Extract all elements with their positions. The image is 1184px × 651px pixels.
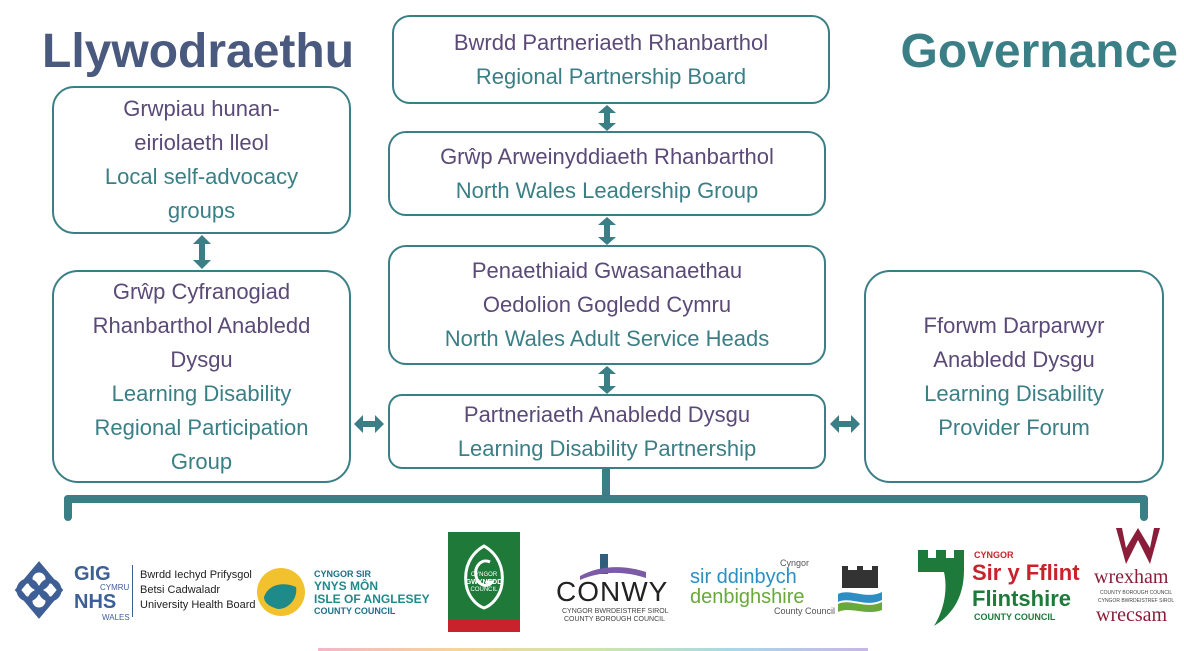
logo-line: Cyngor [780, 558, 810, 568]
logo-line: YNYS MÔN [314, 579, 379, 593]
box-label-english: Regional Participation [94, 414, 309, 440]
logo-line: COUNTY BOROUGH COUNCIL [564, 616, 665, 623]
double-arrow-horizontal-icon [830, 415, 860, 433]
bracket-right-tip [1140, 495, 1148, 521]
logo-line: University Health Board [140, 599, 256, 611]
wrexham-w-icon [1116, 528, 1160, 564]
box-label-english: Local self-advocacy [104, 164, 299, 189]
logo-gig: GIG [74, 563, 111, 585]
box-self-advocacy-groups: Grwpiau hunan- eiriolaeth lleol Local se… [52, 86, 351, 234]
box-label-welsh: Dysgu [170, 346, 233, 372]
box-leadership-group: Grŵp Arweinyddiaeth Rhanbarthol North Wa… [388, 131, 826, 216]
logo-name: CONWY [556, 576, 669, 607]
box-label-welsh: Fforwm Darparwyr [923, 312, 1105, 338]
logo-english-name: wrexham [1094, 566, 1169, 588]
logo-line: CYNGOR BWRDEISTREF SIROL [562, 608, 669, 615]
box-label-english: Learning Disability [111, 380, 292, 406]
logo-line: COUNCIL [470, 587, 498, 593]
celtic-knot-icon [14, 561, 64, 619]
logo-line: ISLE OF ANGLESEY [314, 592, 430, 606]
bracket-left-tip [64, 495, 72, 521]
logo-line: CYNGOR [470, 572, 498, 578]
box-label-english: Learning Disability Partnership [457, 435, 757, 461]
logo-english-name: denbighshire [690, 586, 805, 608]
box-label-welsh: Oedolion Gogledd Cymru [482, 292, 732, 317]
double-arrow-vertical-icon [598, 217, 616, 245]
castle-icon [580, 554, 646, 580]
logo-welsh-name: sir ddinbych [690, 566, 797, 588]
double-arrow-vertical-icon [193, 235, 211, 269]
box-label-welsh: Grŵp Arweinyddiaeth Rhanbarthol [440, 143, 774, 169]
castle-wave-icon [838, 566, 882, 612]
footer-color-strip [318, 648, 868, 651]
sun-island-icon [257, 568, 305, 616]
logo-line: Bwrdd Iechyd Prifysgol [140, 569, 252, 581]
box-label-welsh: Bwrdd Partneriaeth Rhanbarthol [453, 29, 769, 55]
logo-line: COUNTY COUNCIL [974, 612, 1056, 622]
box-provider-forum: Fforwm Darparwyr Anabledd Dysgu Learning… [864, 270, 1164, 483]
logo-red-band [448, 620, 520, 632]
logo-english-name: Flintshire [972, 586, 1072, 611]
double-arrow-vertical-icon [598, 105, 616, 131]
box-label-english: Regional Partnership Board [475, 63, 747, 89]
logo-wrexham: wrexham COUNTY BOROUGH COUNCIL CYNGOR BW… [1092, 526, 1182, 630]
logo-gwynedd: CYNGOR GWYNEDD COUNCIL [448, 532, 520, 632]
logo-line: CYNGOR SIR [314, 569, 372, 579]
double-arrow-horizontal-icon [354, 415, 384, 433]
logo-flintshire: CYNGOR Sir y Fflint Flintshire COUNTY CO… [914, 548, 1084, 628]
logo-conwy: CONWY CYNGOR BWRDEISTREF SIROL COUNTY BO… [552, 550, 672, 630]
logo-line: COUNTY BOROUGH COUNCIL [1100, 590, 1173, 596]
box-regional-participation-group: Grŵp Cyfranogiad Rhanbarthol Anabledd Dy… [52, 270, 351, 483]
logo-welsh-name: Sir y Fflint [972, 560, 1080, 585]
logo-line: GWYNEDD [465, 579, 503, 586]
double-arrow-vertical-icon [598, 366, 616, 394]
box-label-welsh: Rhanbarthol Anabledd [92, 312, 311, 338]
logo-denbighshire: Cyngor sir ddinbych denbighshire County … [688, 558, 888, 620]
box-label-welsh: Anabledd Dysgu [933, 346, 1095, 372]
gwynedd-emblem-icon [464, 544, 504, 610]
tower-icon [918, 550, 964, 626]
box-label-welsh: Partneriaeth Anabledd Dysgu [463, 401, 751, 427]
logo-divider [132, 565, 133, 617]
box-label-english: groups [167, 198, 236, 223]
logo-wales: WALES [102, 613, 130, 622]
box-label-welsh: eiriolaeth lleol [134, 130, 269, 155]
box-label-english: Group [170, 448, 233, 474]
box-label-english: North Wales Adult Service Heads [444, 326, 770, 351]
logo-cymru: CYMRU [100, 583, 130, 592]
title-welsh: Llywodraethu [42, 25, 355, 78]
logo-welsh-name: wrecsam [1096, 604, 1168, 626]
bracket-bar [64, 495, 1148, 503]
box-learning-disability-partnership: Partneriaeth Anabledd Dysgu Learning Dis… [388, 394, 826, 469]
logo-line: Betsi Cadwaladr [140, 584, 221, 596]
bracket-stem [602, 469, 610, 501]
box-label-welsh: Grŵp Cyfranogiad [112, 278, 291, 304]
logo-line: CYNGOR [974, 550, 1014, 560]
logo-line: COUNTY COUNCIL [314, 606, 396, 616]
title-english: Governance [900, 25, 1178, 78]
box-label-welsh: Penaethiaid Gwasanaethau [471, 258, 743, 283]
box-label-welsh: Grwpiau hunan- [123, 96, 280, 121]
box-label-english: Learning Disability [924, 380, 1104, 406]
box-label-english: North Wales Leadership Group [455, 177, 759, 203]
box-label-english: Provider Forum [938, 414, 1090, 440]
box-regional-partnership-board: Bwrdd Partneriaeth Rhanbarthol Regional … [392, 15, 830, 104]
logo-anglesey: CYNGOR SIR YNYS MÔN ISLE OF ANGLESEY COU… [252, 555, 432, 625]
logo-nhs: NHS [74, 591, 117, 613]
box-adult-service-heads: Penaethiaid Gwasanaethau Oedolion Gogled… [388, 245, 826, 365]
logo-betsi-cadwaladr: GIG CYMRU NHS WALES Bwrdd Iechyd Prifysg… [10, 555, 256, 625]
logo-line: CYNGOR BWRDEISTREF SIROL [1098, 598, 1175, 604]
logo-line: County Council [774, 606, 836, 616]
